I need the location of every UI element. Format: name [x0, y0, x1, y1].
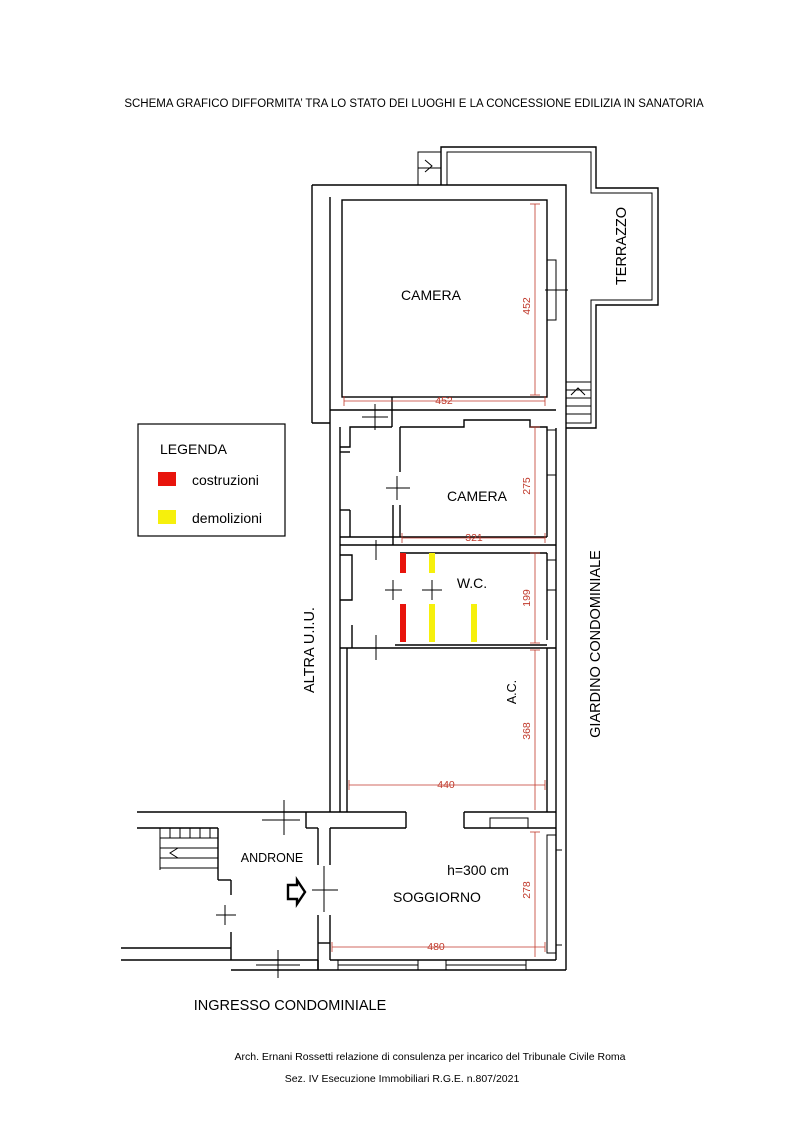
room-label-wc: W.C. [457, 575, 487, 591]
dimension-lines [331, 203, 546, 957]
room-label-androne: ANDRONE [241, 851, 304, 865]
dimension-soggiorno-width: 480 [427, 941, 445, 953]
footer-line-1: Arch. Ernani Rossetti relazione di consu… [234, 1051, 625, 1063]
costruzioni-mark [400, 553, 406, 573]
label-giardino-condominiale: GIARDINO CONDOMINIALE [588, 550, 604, 738]
dimension-camera1-width: 452 [435, 395, 453, 407]
terrace-outline [417, 146, 659, 429]
page-title: SCHEMA GRAFICO DIFFORMITA’ TRA LO STATO … [124, 98, 704, 110]
androne [121, 800, 319, 978]
legend-label-demolizioni: demolizioni [192, 510, 262, 526]
legend-label-costruzioni: costruzioni [192, 472, 259, 488]
costruzioni-mark [400, 604, 406, 642]
terrace-stair [566, 381, 591, 415]
room-wc [340, 540, 557, 660]
legend-swatch-costruzioni [158, 472, 176, 486]
dimension-camera2-height: 275 [521, 477, 533, 495]
dimension-camera1-height: 452 [521, 297, 533, 315]
dimension-ac-height: 368 [521, 722, 533, 740]
room-label-ac: A.C. [505, 680, 519, 704]
legend-swatch-demolizioni [158, 510, 176, 524]
label-altra-uiu: ALTRA U.I.U. [302, 607, 318, 693]
dimension-wc-height: 199 [521, 589, 533, 607]
room-label-camera-1: CAMERA [401, 287, 462, 303]
legend: LEGENDA costruzioni demolizioni [137, 423, 286, 537]
entrance-arrow-icon [286, 876, 307, 908]
demolizioni-mark [429, 553, 435, 573]
demolizioni-mark [429, 604, 435, 642]
legend-title: LEGENDA [160, 441, 228, 457]
room-label-height: h=300 cm [447, 862, 509, 878]
androne-stair [159, 828, 218, 870]
dimension-ac-width: 440 [437, 779, 455, 791]
dimension-camera2-width: 321 [465, 532, 483, 544]
label-ingresso-condominiale: INGRESSO CONDOMINIALE [194, 998, 387, 1014]
room-soggiorno [312, 828, 562, 971]
dimension-soggiorno-height: 278 [521, 881, 533, 899]
room-ac [330, 648, 556, 829]
room-label-camera-2: CAMERA [447, 488, 508, 504]
label-terrazzo: TERRAZZO [614, 207, 630, 285]
footer-line-2: Sez. IV Esecuzione Immobiliari R.G.E. n.… [285, 1073, 520, 1085]
demolizioni-mark [471, 604, 477, 642]
room-camera-1 [330, 199, 568, 430]
room-label-soggiorno: SOGGIORNO [393, 889, 481, 905]
